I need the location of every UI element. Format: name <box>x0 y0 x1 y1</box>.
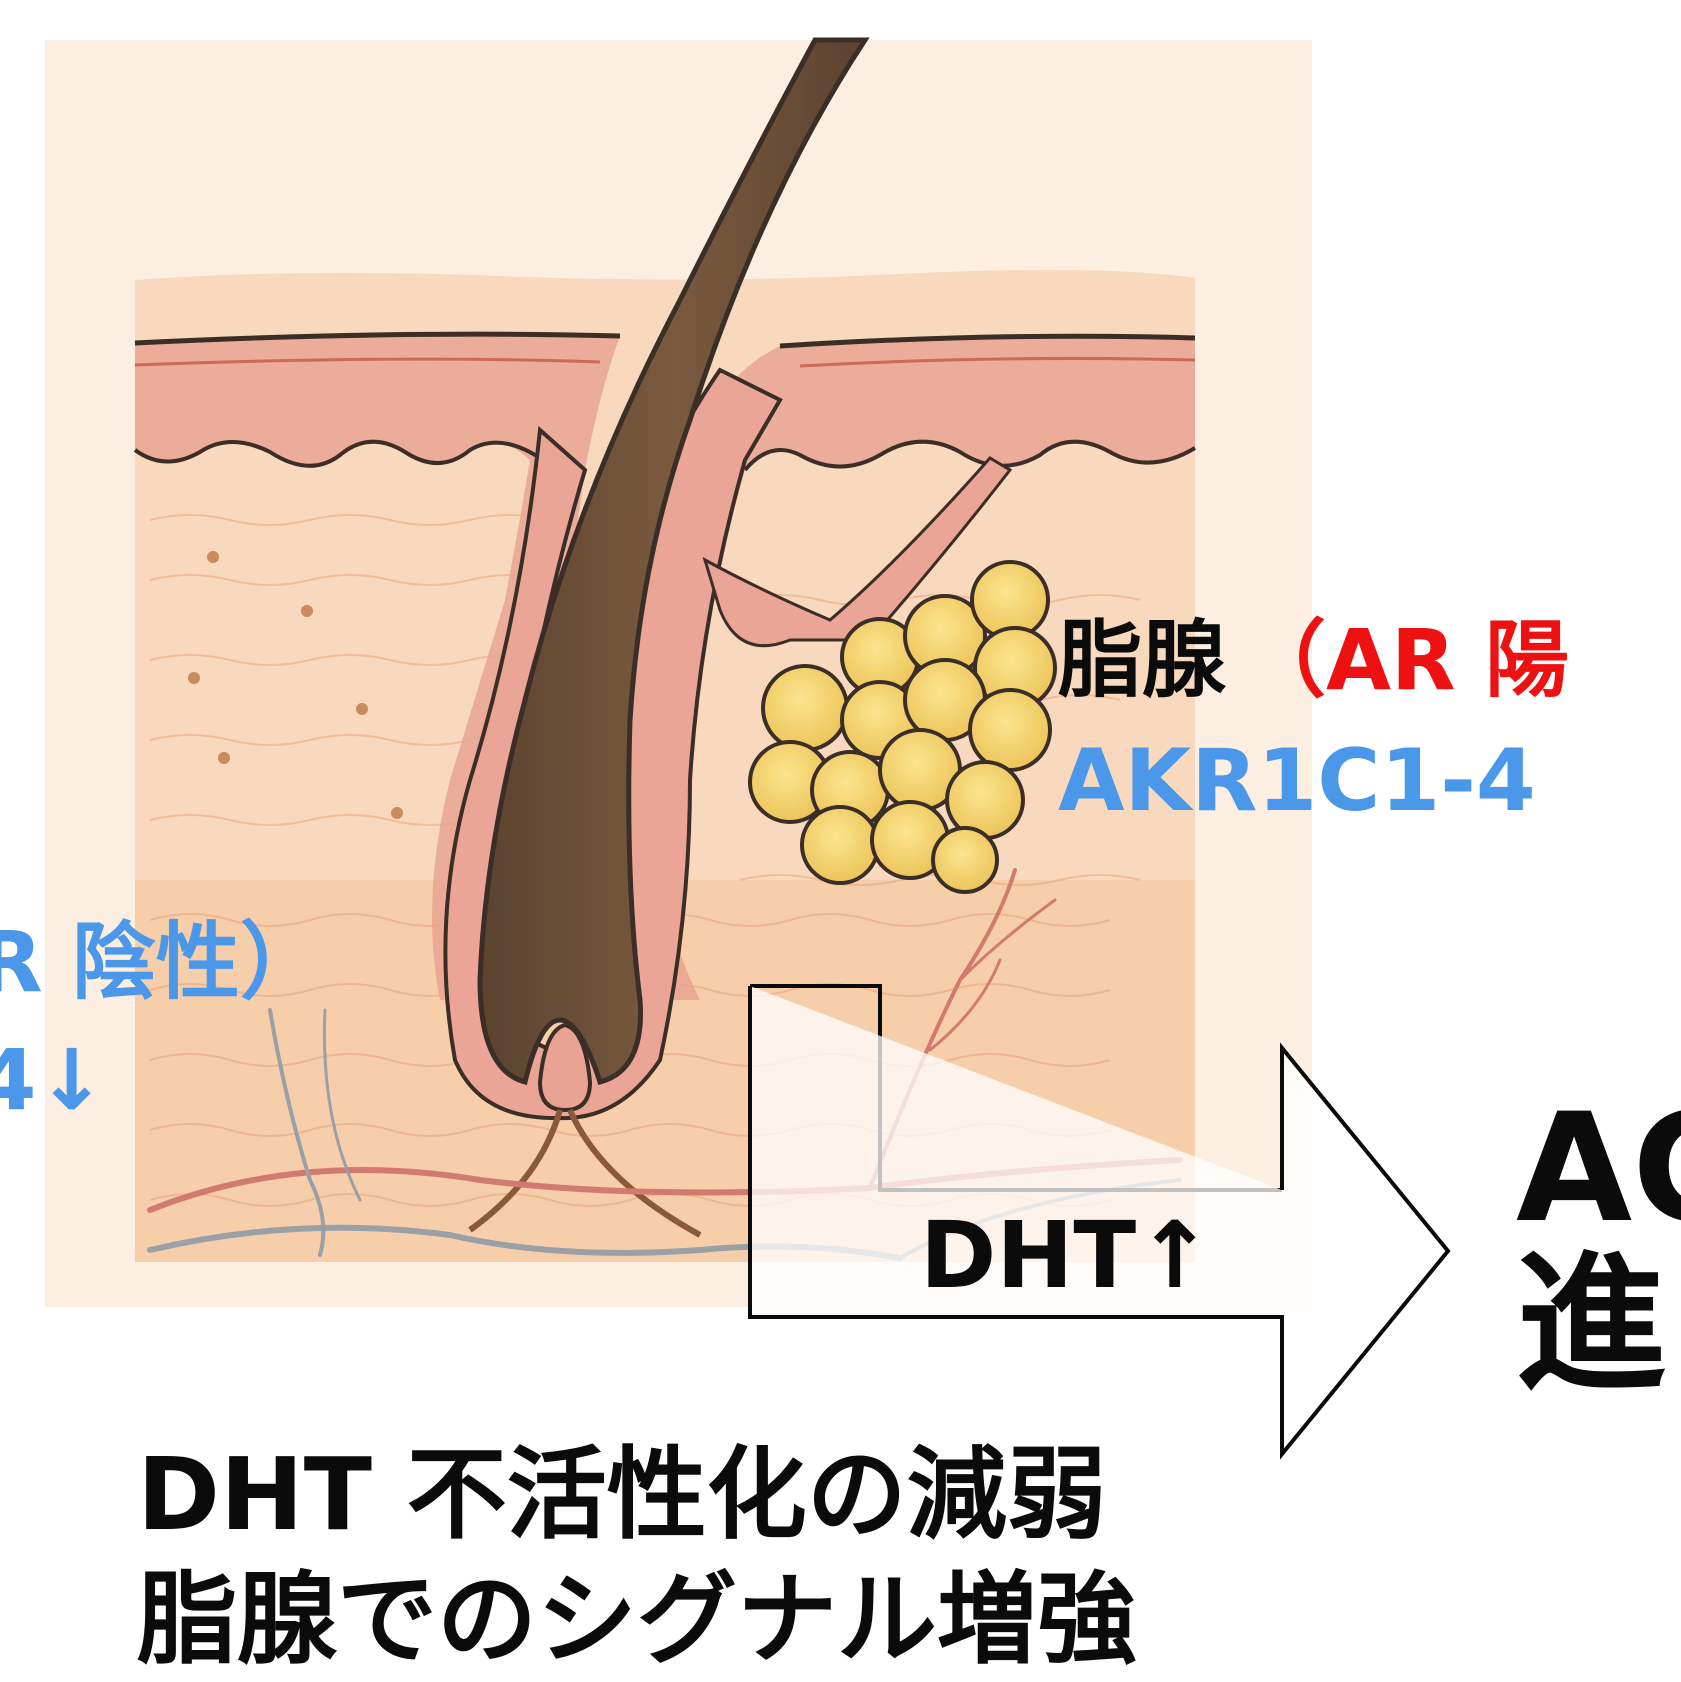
sebaceous-duct <box>702 456 1013 648</box>
dermal-papilla <box>537 1022 593 1113</box>
left-label-line1: R 陰性） <box>0 913 324 1011</box>
caption-line1: DHT 不活性化の減弱 <box>137 1436 1107 1553</box>
result-arrow <box>748 986 1451 1460</box>
epidermis-basal-line <box>134 356 1196 368</box>
epidermis-outline <box>134 331 1196 349</box>
dermal-papillae <box>133 439 1197 472</box>
left-label-line2: 4↓ <box>0 1031 107 1129</box>
caption-line2: 脂腺でのシグナル増強 <box>137 1561 1137 1678</box>
sebaceous-gland <box>748 560 1057 894</box>
result-label-line1: AC <box>1516 1082 1681 1256</box>
result-label-line2: 進 <box>1516 1238 1667 1412</box>
ar-positive-label: （AR 陽 <box>1242 611 1569 709</box>
dht-increase-label: DHT↑ <box>920 1202 1214 1309</box>
pore-dots <box>188 551 403 819</box>
akr1c-enzyme-label: AKR1C1-4 <box>1058 731 1536 831</box>
hair-shaft <box>477 37 870 1086</box>
sebaceous-gland-label: 脂腺 <box>1058 611 1227 709</box>
papilla-stalk <box>468 1108 702 1238</box>
